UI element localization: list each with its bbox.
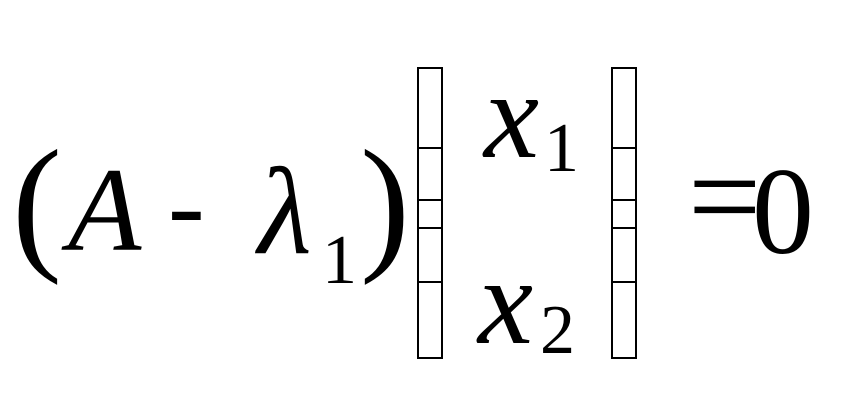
close-parenthesis: ) xyxy=(360,120,410,286)
left-vector-bracket xyxy=(417,67,443,359)
bracket-segment xyxy=(611,67,637,149)
matrix-a: A xyxy=(68,143,142,276)
minus-sign: - xyxy=(168,144,205,266)
bracket-segment xyxy=(417,67,443,149)
bracket-segment xyxy=(611,147,637,201)
bracket-segment xyxy=(611,227,637,283)
bracket-segment xyxy=(417,147,443,201)
vector-entry-x2-subscript: 2 xyxy=(540,292,575,369)
bracket-segment xyxy=(611,281,637,359)
equals-sign: = xyxy=(688,125,762,269)
right-vector-bracket xyxy=(611,67,637,359)
zero-vector: 0 xyxy=(752,143,814,280)
bracket-segment xyxy=(417,281,443,359)
bracket-segment xyxy=(417,199,443,229)
open-parenthesis: ( xyxy=(12,120,62,286)
vector-entry-x2-symbol: x xyxy=(478,233,534,370)
bracket-segment xyxy=(611,199,637,229)
lambda-subscript: 1 xyxy=(322,222,357,299)
bracket-segment xyxy=(417,227,443,283)
vector-entry-x1-symbol: x xyxy=(484,47,540,184)
vector-entry-x1-subscript: 1 xyxy=(544,110,579,187)
lambda-symbol: λ xyxy=(258,143,312,280)
